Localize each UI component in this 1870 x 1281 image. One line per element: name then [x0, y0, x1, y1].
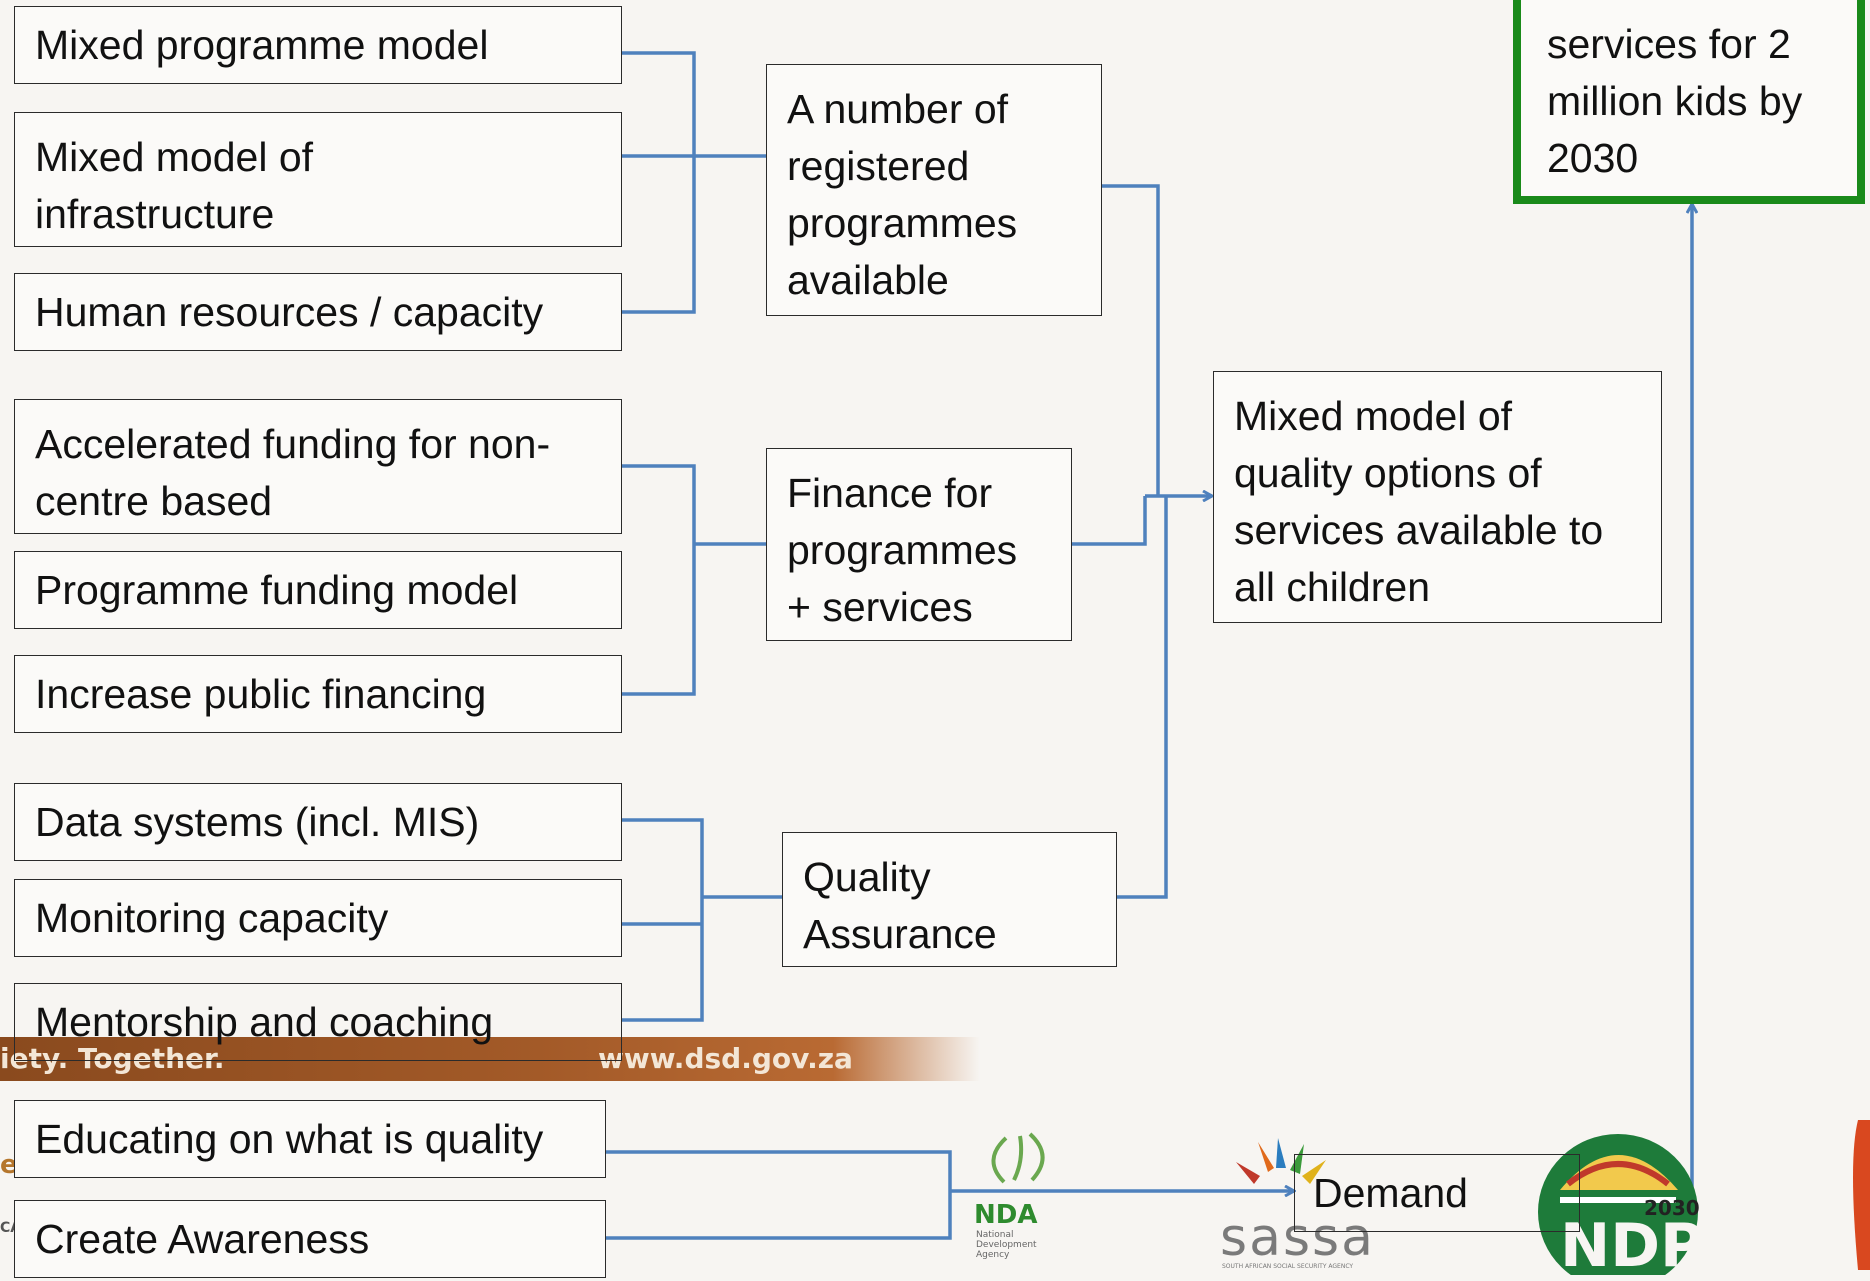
connector-demand	[606, 1150, 1294, 1240]
node-mixed-model-quality: Mixed model of quality options of servic…	[1213, 371, 1662, 623]
node-finance-programmes: Finance for programmes + services	[766, 448, 1072, 641]
node-mentorship: Mentorship and coaching	[14, 983, 622, 1061]
connector-group-2	[622, 464, 766, 696]
sassa-logo-subtitle: SOUTH AFRICAN SOCIAL SECURITY AGENCY	[1222, 1263, 1354, 1270]
node-programme-funding-model: Programme funding model	[14, 551, 622, 629]
node-accelerated-funding: Accelerated funding for non- centre base…	[14, 399, 622, 534]
footer-url: www.dsd.gov.za	[598, 1042, 853, 1075]
right-edge-logo-graphic	[1853, 1120, 1870, 1270]
connector-goal	[1580, 204, 1692, 1193]
nda-logo-title: NDA	[974, 1200, 1038, 1230]
node-goal: services for 2 million kids by 2030	[1513, 0, 1865, 204]
node-create-awareness: Create Awareness	[14, 1200, 606, 1278]
nda-logo-subtitle: National Development Agency	[976, 1230, 1037, 1260]
connector-group-1	[622, 51, 766, 314]
ndp-logo-graphic	[1538, 1134, 1698, 1275]
node-data-systems: Data systems (incl. MIS)	[14, 783, 622, 861]
node-mixed-model-infrastructure: Mixed model of infrastructure	[14, 112, 622, 247]
footer-slogan: iety. Together.	[0, 1042, 225, 1075]
ndp-logo-title: NDP	[1560, 1211, 1704, 1281]
node-increase-public-financing: Increase public financing	[14, 655, 622, 733]
sassa-logo-graphic	[1236, 1138, 1326, 1184]
connector-group-3	[622, 818, 782, 1022]
connector-merge	[1072, 184, 1212, 899]
node-quality-assurance: Quality Assurance	[782, 832, 1117, 967]
node-mixed-programme-model: Mixed programme model	[14, 6, 622, 84]
footer-band	[0, 1037, 980, 1081]
ndp-logo-year: 2030	[1644, 1196, 1700, 1220]
sassa-logo-title: sassa	[1220, 1208, 1376, 1268]
node-demand: Demand	[1294, 1154, 1580, 1232]
node-registered-programmes: A number of registered programmes availa…	[766, 64, 1102, 316]
nda-logo-graphic	[991, 1132, 1045, 1184]
node-educating-quality: Educating on what is quality	[14, 1100, 606, 1178]
node-monitoring-capacity: Monitoring capacity	[14, 879, 622, 957]
node-human-resources: Human resources / capacity	[14, 273, 622, 351]
